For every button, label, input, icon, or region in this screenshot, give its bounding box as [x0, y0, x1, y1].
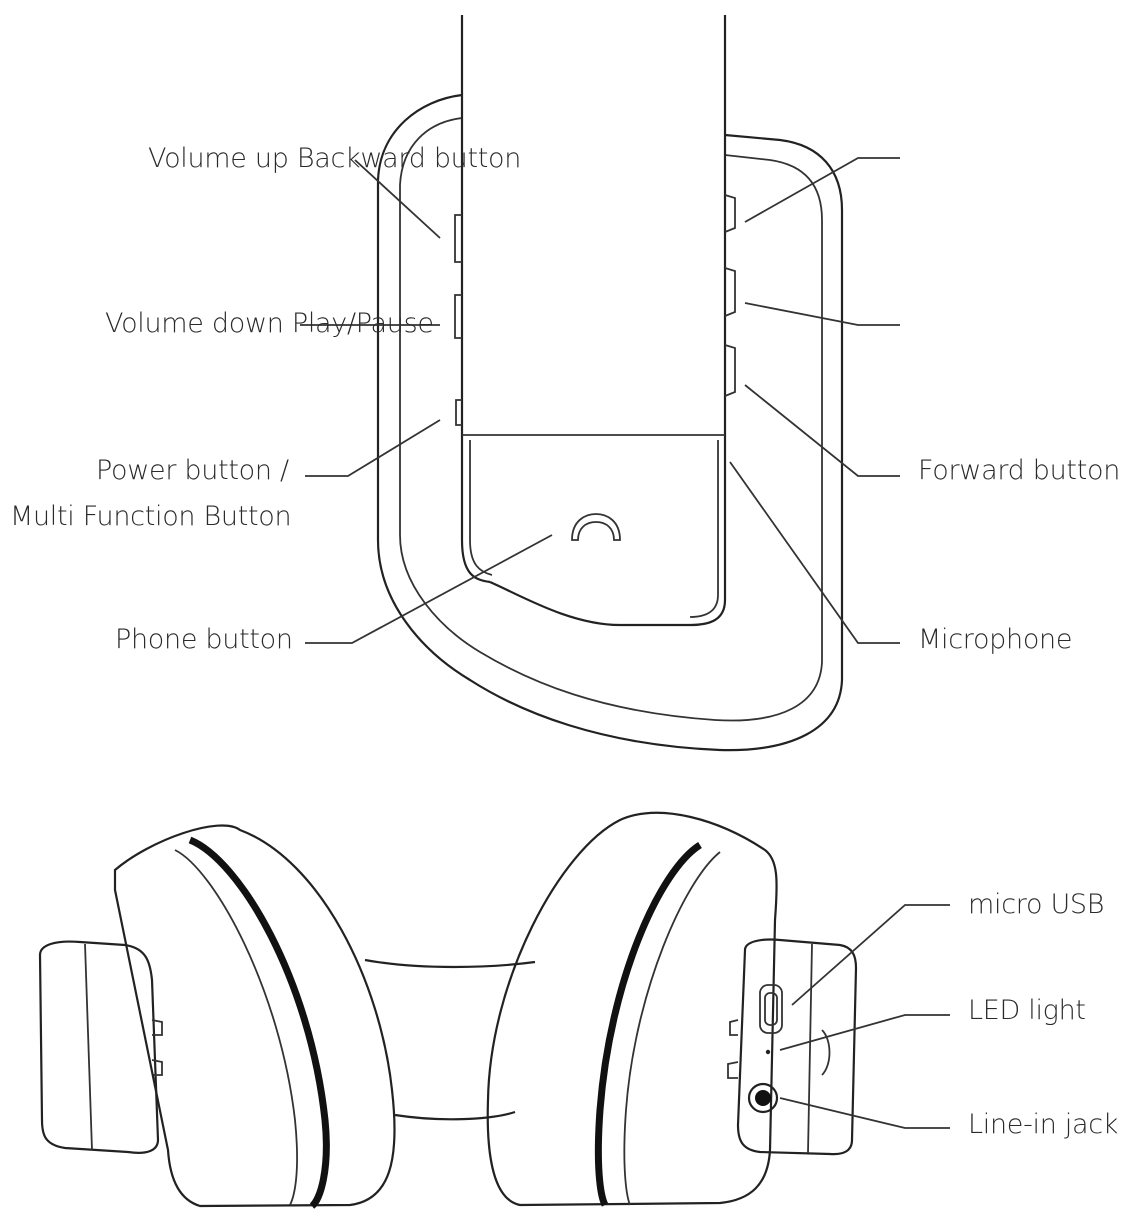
headphone-full [38, 811, 858, 1209]
label-multi-function-button: Multi Function Button [10, 501, 292, 532]
left-buttons [454, 214, 462, 426]
leader-lines-bottom [779, 904, 950, 1129]
label-led-light: LED light [968, 995, 1086, 1026]
headband-slider [460, 15, 727, 627]
label-line-in-jack: Line-in jack [968, 1109, 1119, 1140]
label-phone-button: Phone button [115, 624, 293, 655]
label-volume-up-backward: Volume up Backward button [148, 143, 522, 174]
right-buttons [724, 194, 736, 397]
phone-handset-icon [571, 513, 621, 541]
label-volume-down-play-pause: Volume down Play/Pause [105, 308, 434, 339]
earcup-outline [376, 93, 844, 752]
label-forward-button: Forward button [918, 455, 1121, 486]
label-power-button: Power button / [96, 455, 289, 486]
label-microphone: Microphone [918, 624, 1073, 655]
leader-lines-top [300, 157, 900, 644]
label-micro-usb: micro USB [968, 889, 1105, 920]
